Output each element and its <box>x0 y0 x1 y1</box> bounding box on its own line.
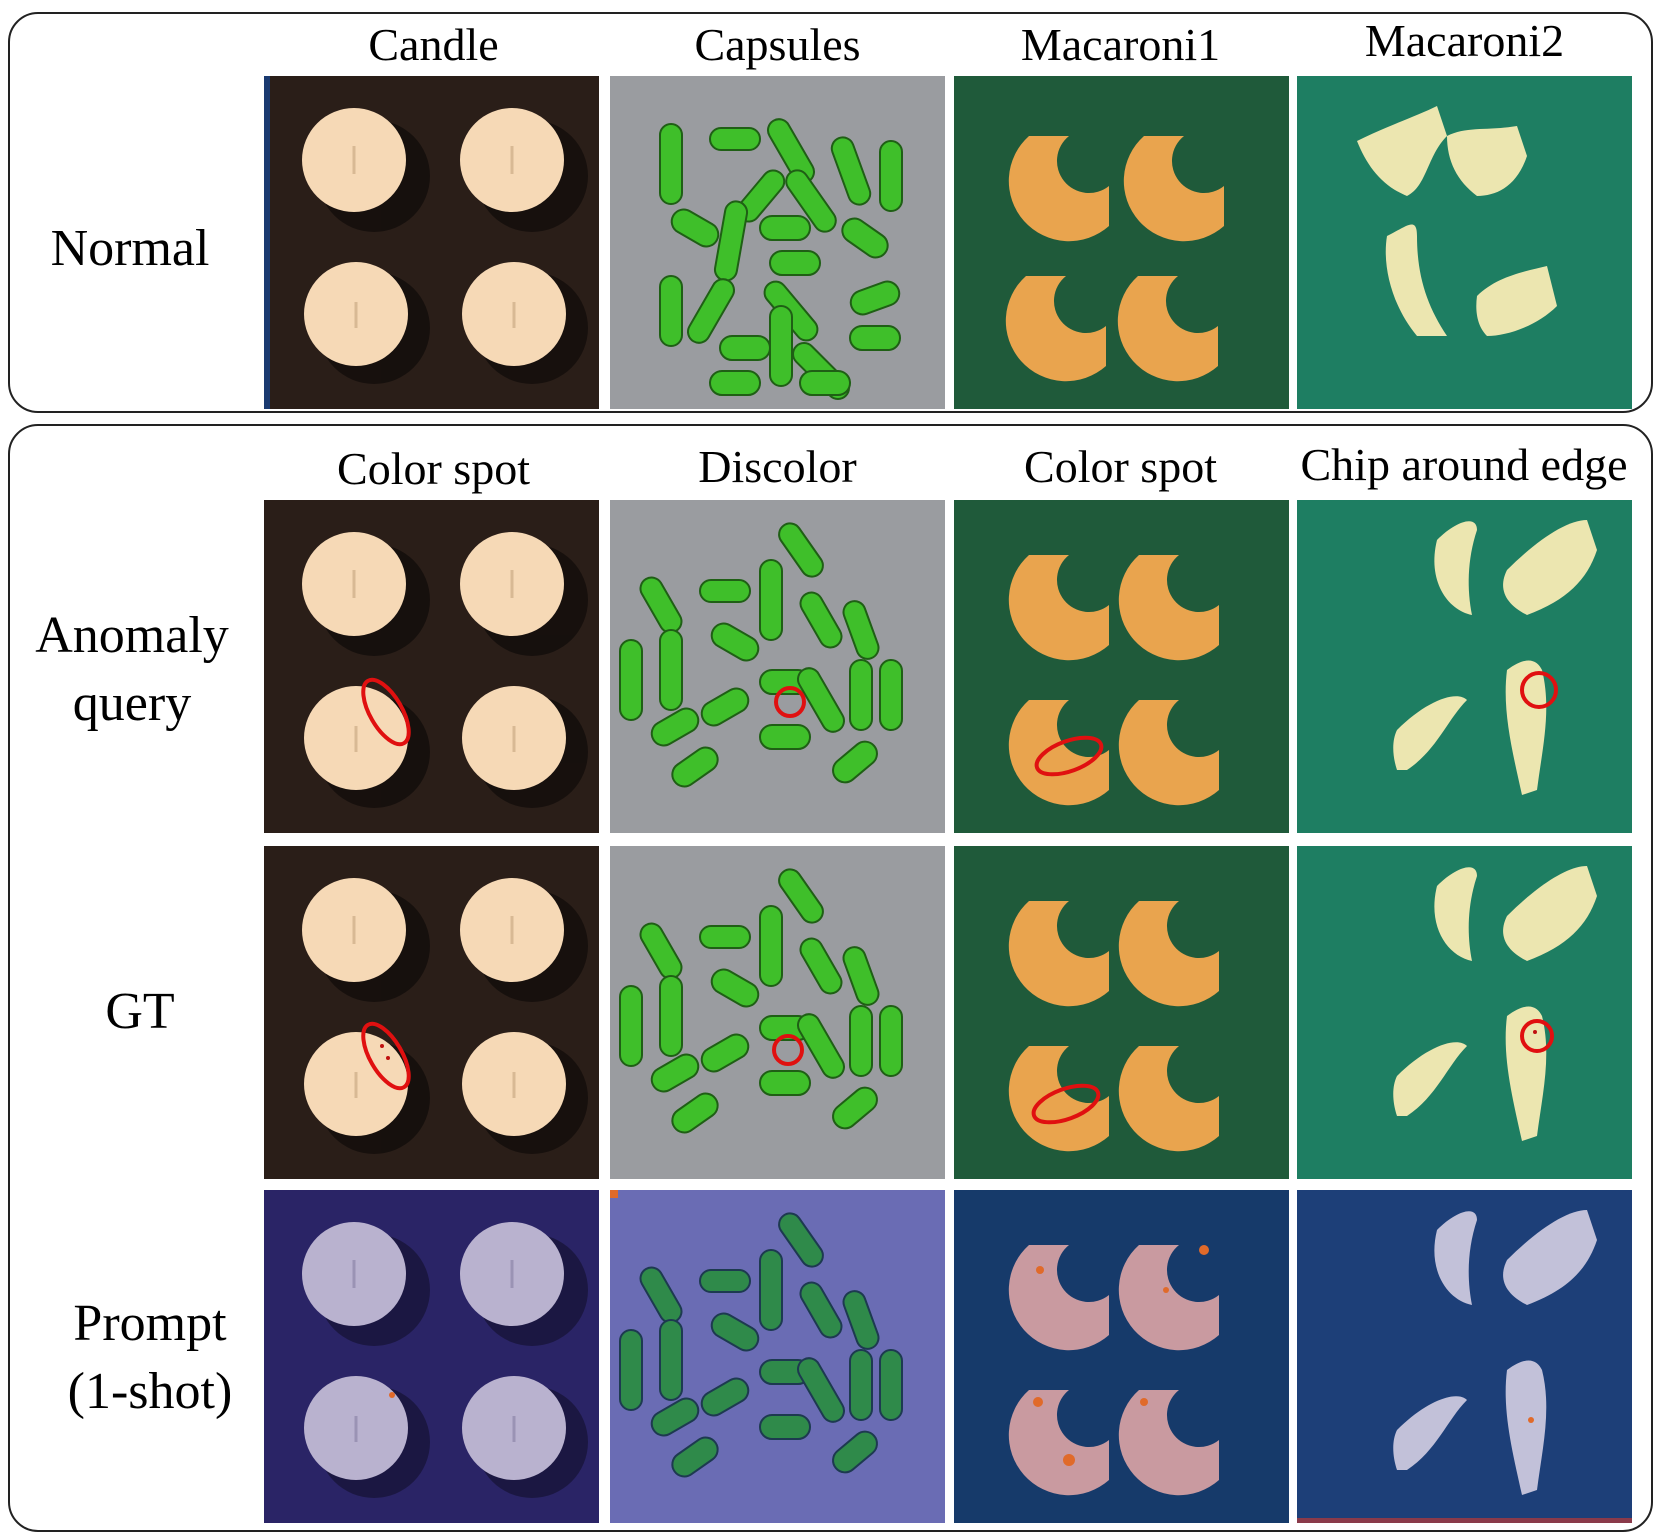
column-title-candle-defect: Color spot <box>337 443 530 494</box>
macaroni2-normal-image <box>1297 76 1632 409</box>
macaroni2-anomaly-image <box>1297 500 1632 833</box>
capsules-gt-image <box>610 846 945 1179</box>
row-label-anomaly-line2: query <box>72 674 192 732</box>
row-label-prompt: Prompt (1-shot) <box>40 1290 260 1425</box>
macaroni2-prompt-image <box>1297 1190 1632 1523</box>
candle-gt-image <box>264 846 599 1179</box>
capsules-prompt-image <box>610 1190 945 1523</box>
macaroni1-normal-image <box>954 76 1289 409</box>
row-label-anomaly-query: Anomaly query <box>12 602 252 737</box>
row-label-prompt-line2: (1-shot) <box>67 1362 233 1420</box>
macaroni1-anomaly-image <box>954 500 1289 833</box>
macaroni1-prompt-image <box>954 1190 1289 1523</box>
capsules-anomaly-image <box>610 500 945 833</box>
row-label-gt: GT <box>105 983 175 1040</box>
column-title-candle: Candle <box>368 19 499 70</box>
candle-prompt-image <box>264 1190 599 1523</box>
column-title-macaroni1-defect: Color spot <box>1024 441 1217 492</box>
capsules-normal-image <box>610 76 945 409</box>
column-title-macaroni2: Macaroni2 <box>1364 15 1565 66</box>
column-title-capsules: Capsules <box>694 19 861 70</box>
candle-anomaly-image <box>264 500 599 833</box>
candle-normal-image <box>264 76 599 409</box>
row-label-anomaly-line1: Anomaly <box>35 607 229 664</box>
column-title-macaroni1: Macaroni1 <box>1020 19 1221 70</box>
column-title-macaroni2-defect: Chip around edge <box>1300 439 1628 490</box>
column-title-capsules-defect: Discolor <box>698 441 857 492</box>
macaroni1-gt-image <box>954 846 1289 1179</box>
row-label-prompt-line1: Prompt <box>73 1295 227 1352</box>
macaroni2-gt-image <box>1297 846 1632 1179</box>
row-label-normal: Normal <box>50 220 210 277</box>
